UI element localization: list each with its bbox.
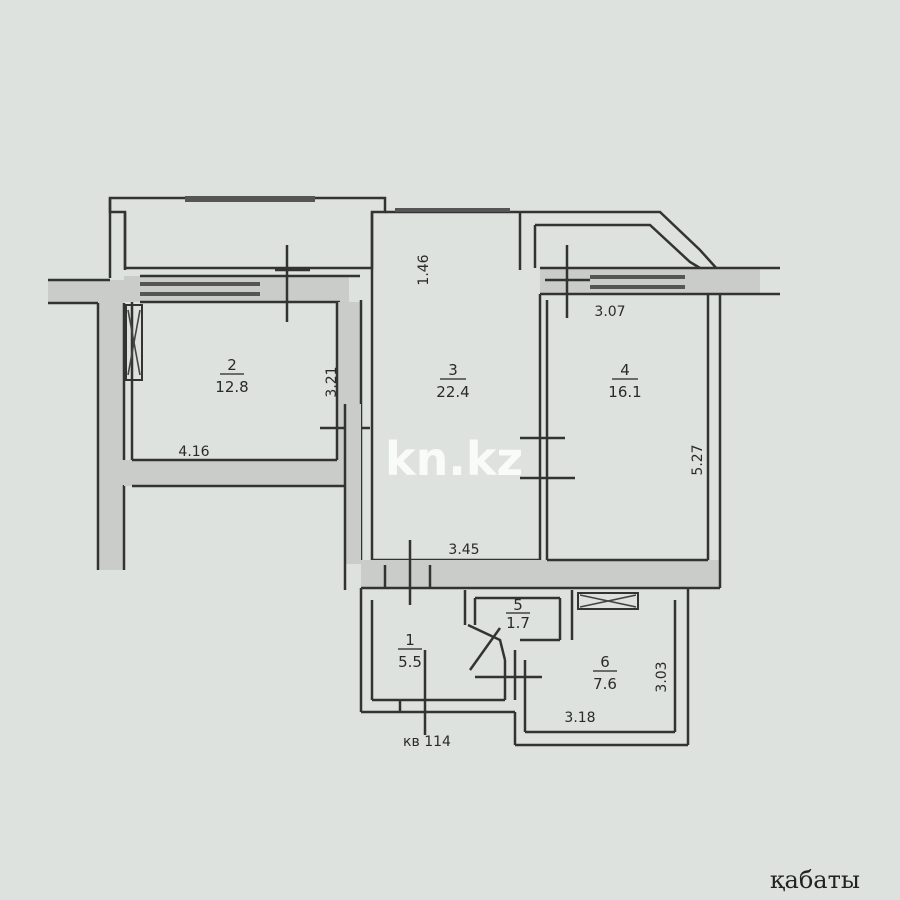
apartment-label: кв 114 <box>403 734 451 750</box>
dimension-3-03: 3.03 <box>654 661 670 692</box>
dimension-3-45: 3.45 <box>448 542 479 558</box>
dimension-4-16: 4.16 <box>178 444 209 460</box>
dimension-1-46: 1.46 <box>416 254 432 285</box>
balcony-left <box>108 196 387 278</box>
dimension-3-07: 3.07 <box>594 304 625 320</box>
dimension-5-27: 5.27 <box>690 444 706 475</box>
room-2-area: 12.8 <box>215 378 248 396</box>
room-5-label: 5 1.7 <box>506 596 530 632</box>
watermark: kn.kz <box>385 432 523 486</box>
room-3-area: 22.4 <box>436 383 469 401</box>
room-6-label: 6 7.6 <box>593 653 617 693</box>
dimension-3-21: 3.21 <box>324 366 340 397</box>
room-1-number: 1 <box>405 631 415 649</box>
room-6-area: 7.6 <box>593 675 617 693</box>
room-2-number: 2 <box>227 356 237 374</box>
room-5-area: 1.7 <box>506 614 530 632</box>
dimension-3-18: 3.18 <box>564 710 595 726</box>
room-3-label: 3 22.4 <box>436 361 469 401</box>
room-4-label: 4 16.1 <box>608 361 641 401</box>
room-5-number: 5 <box>513 596 523 614</box>
room-4-walls <box>520 294 722 588</box>
room-3-number: 3 <box>448 361 458 379</box>
room-2-label: 2 12.8 <box>215 356 248 396</box>
room-1-area: 5.5 <box>398 653 422 671</box>
left-exterior-wall <box>48 278 140 570</box>
room-4-number: 4 <box>620 361 630 379</box>
room-2-walls <box>124 245 370 560</box>
room-6-number: 6 <box>600 653 610 671</box>
room-1-label: 1 5.5 <box>398 631 422 671</box>
lower-rooms-walls <box>359 588 690 747</box>
room-4-area: 16.1 <box>608 383 641 401</box>
floor-caption: қабаты <box>770 866 860 894</box>
balcony-right <box>520 210 780 318</box>
room-3-walls <box>343 208 721 605</box>
